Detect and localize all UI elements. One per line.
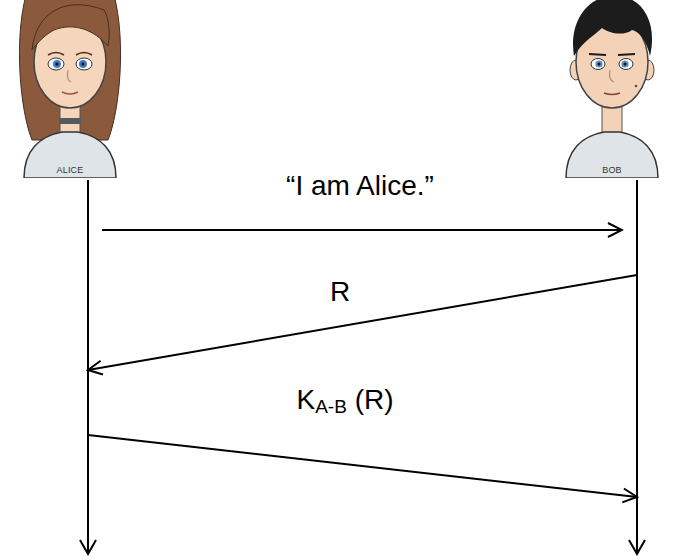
lifeline-arrowhead <box>80 540 96 554</box>
avatar: BOB <box>560 0 664 178</box>
message-label: “I am Alice.” <box>282 170 438 202</box>
name-tag: ALICE <box>56 166 83 175</box>
avatar-illustration <box>560 0 664 178</box>
message-label: KA-B (R) <box>292 384 397 416</box>
message-arrow <box>88 275 637 370</box>
message-arrow <box>102 229 622 231</box>
lifeline-arrowhead <box>629 540 645 554</box>
message-arrow <box>88 435 637 497</box>
avatar-illustration <box>18 0 122 178</box>
lifeline <box>87 180 89 553</box>
message-label: R <box>326 276 354 308</box>
name-tag: BOB <box>602 166 622 175</box>
avatar: ALICE <box>18 0 122 178</box>
